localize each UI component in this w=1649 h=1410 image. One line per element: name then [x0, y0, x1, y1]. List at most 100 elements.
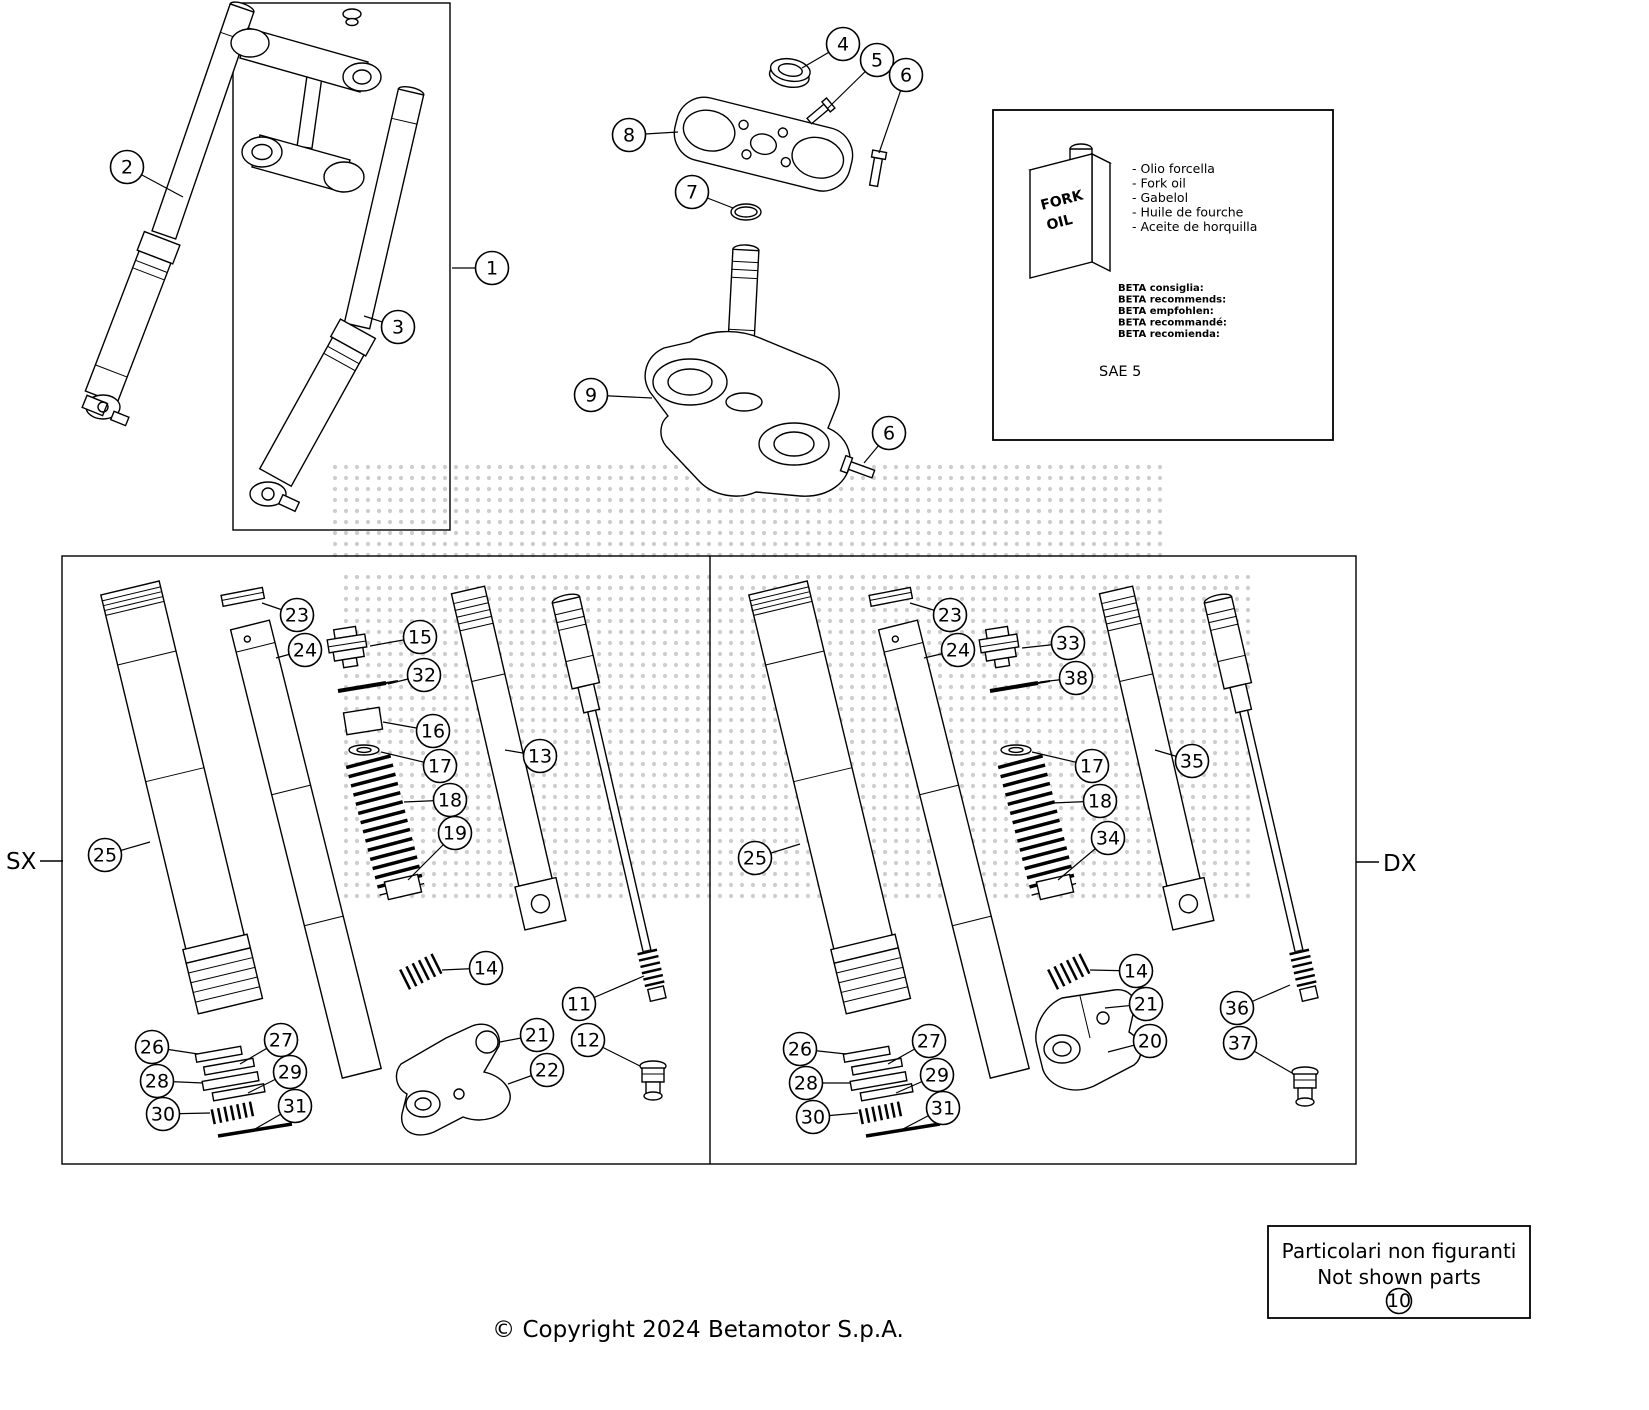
svg-text:30: 30 [801, 1107, 825, 1129]
callout-18: 18 [1082, 783, 1118, 819]
callout-21: 21 [1128, 986, 1164, 1022]
svg-text:12: 12 [576, 1030, 600, 1052]
recommend-it: BETA consiglia: [1118, 283, 1204, 294]
callout-18: 18 [432, 782, 468, 818]
recommend-de: BETA empfohlen: [1118, 306, 1214, 317]
svg-text:27: 27 [917, 1031, 941, 1053]
callout-35: 35 [1174, 743, 1210, 779]
callout-38: 38 [1058, 660, 1094, 696]
svg-text:11: 11 [567, 994, 591, 1016]
callout-25: 25 [737, 840, 773, 876]
oil-name-fr: - Huile de fourche [1132, 205, 1244, 220]
parts-box-frame [61, 555, 1357, 1165]
upper-triple-clamp [673, 96, 854, 192]
svg-text:17: 17 [1080, 756, 1104, 778]
not-shown-box: Particolari non figuranti Not shown part… [1267, 1225, 1531, 1319]
oil-info-frame [992, 109, 1334, 441]
fork-assembly-frame [232, 2, 451, 531]
callout-28: 28 [139, 1063, 175, 1099]
callout-25: 25 [87, 837, 123, 873]
svg-text:6: 6 [900, 65, 912, 87]
svg-text:37: 37 [1228, 1033, 1252, 1055]
svg-text:13: 13 [528, 746, 552, 768]
svg-text:28: 28 [145, 1071, 169, 1093]
not-shown-number-badge [1385, 1287, 1413, 1315]
oil-name-it: - Olio forcella [1132, 161, 1215, 176]
callout-17: 17 [422, 748, 458, 784]
svg-text:5: 5 [871, 50, 883, 72]
svg-text:28: 28 [794, 1073, 818, 1095]
callout-9: 9 [573, 377, 609, 413]
svg-text:25: 25 [743, 848, 767, 870]
callout-7: 7 [674, 174, 710, 210]
svg-text:23: 23 [285, 605, 309, 627]
not-shown-frame [1267, 1225, 1531, 1319]
oil-name-es: - Aceite de horquilla [1132, 219, 1257, 234]
callout-3: 3 [380, 309, 416, 345]
oil-info-box: FORK OIL - Olio forcella - Fork oil - Ga… [992, 109, 1334, 441]
callout-28: 28 [788, 1065, 824, 1101]
svg-text:8: 8 [623, 125, 635, 147]
side-label-left: SX [6, 849, 37, 875]
callout-32: 32 [406, 657, 442, 693]
fork-cap-part [768, 57, 811, 89]
svg-text:17: 17 [428, 756, 452, 778]
svg-text:20: 20 [1138, 1031, 1162, 1053]
svg-text:18: 18 [1088, 791, 1112, 813]
recommend-es: BETA recomienda: [1118, 329, 1220, 340]
spacer-16-sx [342, 706, 384, 736]
o-ring [730, 203, 762, 221]
oil-grade: SAE 5 [1099, 364, 1141, 380]
bolt-5 [806, 97, 836, 125]
callout-30: 30 [145, 1096, 181, 1132]
bottle-label-2: OIL [1045, 212, 1074, 234]
svg-text:25: 25 [93, 845, 117, 867]
not-shown-line2: Not shown parts [1317, 1265, 1481, 1289]
callout-15: 15 [402, 619, 438, 655]
callout-36: 36 [1219, 990, 1255, 1026]
washer-17-dx [1000, 744, 1032, 756]
callout-16: 16 [415, 713, 451, 749]
callout-layer: 2134568796232415321617181913251411122122… [87, 26, 1293, 1135]
callout-12: 12 [570, 1022, 606, 1058]
callout-26: 26 [134, 1029, 170, 1065]
callout-27: 27 [911, 1023, 947, 1059]
not-shown-number: 10 [1387, 1290, 1411, 1312]
callout-23: 23 [932, 597, 968, 633]
callout-29: 29 [919, 1057, 955, 1093]
svg-text:24: 24 [946, 640, 970, 662]
washer-17-sx [348, 744, 380, 756]
svg-text:35: 35 [1180, 751, 1204, 773]
svg-text:2: 2 [121, 157, 133, 179]
recommend-fr: BETA recommandé: [1118, 317, 1227, 329]
svg-text:14: 14 [1124, 961, 1148, 983]
callout-34: 34 [1090, 820, 1126, 856]
callout-1: 1 [474, 250, 510, 286]
svg-text:32: 32 [412, 665, 436, 687]
svg-text:31: 31 [283, 1096, 307, 1118]
fork-assembly [81, 1, 451, 531]
svg-text:18: 18 [438, 790, 462, 812]
callout-14: 14 [468, 950, 504, 986]
svg-text:7: 7 [686, 182, 698, 204]
callout-19: 19 [437, 815, 473, 851]
assembled-lower-clamp [241, 134, 365, 193]
callout-24: 24 [940, 632, 976, 668]
callout-17: 17 [1074, 748, 1110, 784]
svg-text:38: 38 [1064, 668, 1088, 690]
svg-text:4: 4 [837, 34, 849, 56]
fitting-12-sx [639, 1060, 667, 1101]
callout-14: 14 [1118, 953, 1154, 989]
svg-text:27: 27 [269, 1030, 293, 1052]
svg-text:33: 33 [1056, 633, 1080, 655]
svg-text:24: 24 [293, 640, 317, 662]
copyright-text: © Copyright 2024 Betamotor S.p.A. [492, 1317, 904, 1343]
callout-33: 33 [1050, 625, 1086, 661]
oil-bottle: FORK OIL [1028, 143, 1112, 279]
right-fork-leg [249, 86, 425, 513]
callout-29: 29 [272, 1054, 308, 1090]
svg-text:14: 14 [474, 958, 498, 980]
callout-23: 23 [279, 597, 315, 633]
callout-6: 6 [871, 415, 907, 451]
svg-text:21: 21 [1134, 994, 1158, 1016]
